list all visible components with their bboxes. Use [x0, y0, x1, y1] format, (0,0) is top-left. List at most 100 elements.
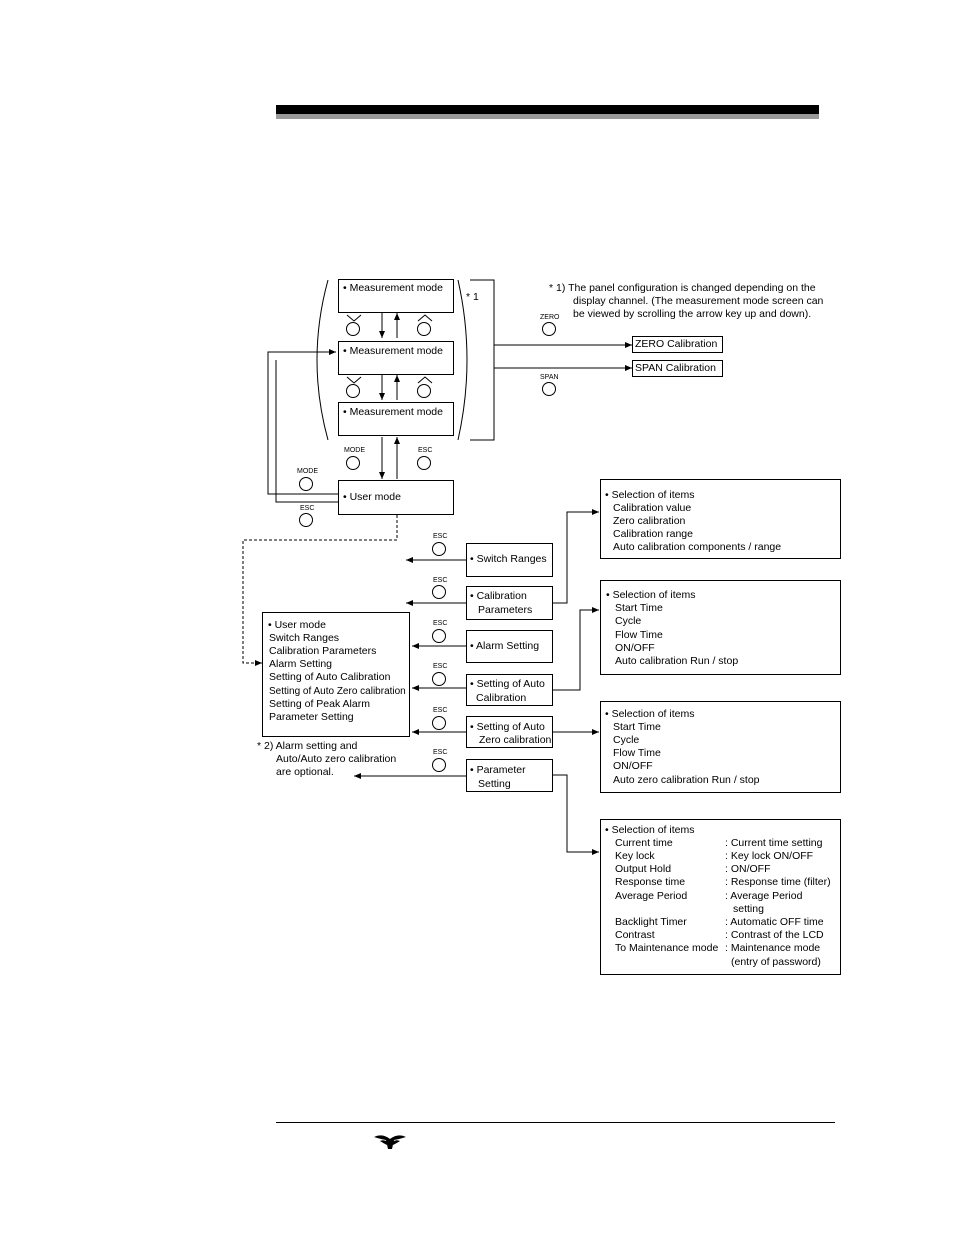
list-item: Auto calibration components / range [613, 541, 782, 553]
list-item: • User mode [268, 619, 326, 631]
list-item: Cycle [615, 615, 642, 627]
user-mode-box: • User mode [338, 480, 454, 515]
header-rule-black [276, 105, 819, 114]
calibration-parameters-box: • Calibration Parameters [466, 586, 553, 620]
setting-auto-calibration-label-2: Calibration [476, 692, 527, 704]
zero-calibration-label: ZERO Calibration [635, 338, 718, 350]
param-desc: : Maintenance mode [725, 942, 821, 954]
zero-key-label: ZERO [540, 314, 560, 321]
up-key-button[interactable] [417, 384, 431, 398]
chevron-down-icon [346, 376, 362, 384]
note1-line2: display channel. (The measurement mode s… [573, 295, 824, 307]
esc-key-button[interactable] [432, 542, 446, 556]
list-item: Start Time [615, 602, 663, 614]
esc-key-label: ESC [433, 620, 448, 627]
esc-key-label: ESC [418, 447, 433, 454]
param-desc: : ON/OFF [725, 863, 771, 875]
esc-key-button[interactable] [432, 716, 446, 730]
esc-key-button[interactable] [299, 513, 313, 527]
mode-key-button[interactable] [346, 456, 360, 470]
up-key-button[interactable] [417, 322, 431, 336]
calibration-parameters-label: • Calibration [470, 590, 527, 602]
esc-key-label: ESC [433, 533, 448, 540]
down-key-button[interactable] [346, 384, 360, 398]
measurement-mode-box-1: • Measurement mode [338, 279, 454, 313]
calibration-parameters-label-2: Parameters [478, 604, 533, 616]
chevron-down-icon [346, 314, 362, 322]
header-rule-gray [276, 114, 819, 119]
list-item: • Selection of items [605, 824, 695, 836]
setting-auto-zero-label-2: Zero calibration [479, 734, 552, 746]
note2-line2: Auto/Auto zero calibration [276, 753, 397, 765]
esc-key-button[interactable] [432, 629, 446, 643]
span-key-button[interactable] [542, 382, 556, 396]
param-name: Current time [615, 837, 673, 849]
list-item: • Selection of items [605, 708, 695, 720]
chevron-up-icon [417, 376, 433, 384]
company-logo-icon [374, 1135, 406, 1149]
list-item: Setting of Auto Zero calibration [269, 686, 406, 697]
list-item: Parameter Setting [269, 711, 354, 723]
setting-auto-zero-box: • Setting of Auto Zero calibration [466, 716, 553, 748]
measurement-mode-label: • Measurement mode [343, 406, 443, 418]
list-item: • Selection of items [606, 589, 696, 601]
mode-key-label: MODE [344, 447, 365, 454]
setting-auto-calibration-box: • Setting of Auto Calibration [466, 674, 553, 706]
footer-rule [276, 1122, 835, 1123]
switch-ranges-label: • Switch Ranges [470, 553, 547, 565]
note2-line3: are optional. [276, 766, 334, 778]
span-calibration-label: SPAN Calibration [635, 362, 716, 374]
param-desc: setting [733, 903, 764, 915]
note2-line1: * 2) Alarm setting and [257, 740, 358, 752]
param-desc: : Response time (filter) [725, 876, 831, 888]
param-desc: : Current time setting [725, 837, 823, 849]
esc-key-button[interactable] [417, 456, 431, 470]
esc-key-button[interactable] [432, 585, 446, 599]
list-item: Flow Time [615, 629, 663, 641]
span-key-label: SPAN [540, 374, 559, 381]
switch-ranges-box: • Switch Ranges [466, 543, 553, 577]
param-desc: : Average Period [725, 890, 803, 902]
alarm-setting-box: • Alarm Setting [466, 630, 553, 663]
zero-key-button[interactable] [542, 322, 556, 336]
list-item: Auto calibration Run / stop [615, 655, 739, 667]
list-item: Calibration Parameters [269, 645, 377, 657]
param-desc: : Automatic OFF time [725, 916, 824, 928]
esc-key-label: ESC [300, 505, 315, 512]
param-name: Average Period [615, 890, 688, 902]
param-desc: (entry of password) [731, 956, 821, 968]
star1-label: * 1 [466, 291, 479, 303]
esc-key-label: ESC [433, 577, 448, 584]
list-item: Flow Time [613, 747, 661, 759]
list-item: • Selection of items [605, 489, 695, 501]
parameter-selection-box: • Selection of items Current time : Curr… [600, 819, 841, 975]
list-item: Zero calibration [613, 515, 686, 527]
list-item: Setting of Peak Alarm [269, 698, 370, 710]
mode-key-label: MODE [297, 468, 318, 475]
measurement-mode-label: • Measurement mode [343, 282, 443, 294]
list-item: ON/OFF [613, 760, 653, 772]
auto-zero-selection-box: • Selection of items Start Time Cycle Fl… [600, 701, 841, 793]
param-name: To Maintenance mode [615, 942, 719, 954]
mode-key-button[interactable] [299, 477, 313, 491]
zero-calibration-box: ZERO Calibration [632, 336, 723, 353]
alarm-setting-label: • Alarm Setting [470, 640, 540, 652]
span-calibration-box: SPAN Calibration [632, 360, 723, 377]
calibration-parameters-selection-box: • Selection of items Calibration value Z… [600, 479, 841, 559]
parameter-setting-label: • Parameter [470, 764, 526, 776]
auto-calibration-selection-box: • Selection of items Start Time Cycle Fl… [600, 580, 841, 675]
esc-key-label: ESC [433, 663, 448, 670]
param-name: Contrast [615, 929, 655, 941]
param-name: Response time [615, 876, 686, 888]
setting-auto-calibration-label: • Setting of Auto [470, 678, 545, 690]
list-item: Start Time [613, 721, 661, 733]
list-item: Cycle [613, 734, 640, 746]
param-name: Output Hold [615, 863, 672, 875]
esc-key-button[interactable] [432, 672, 446, 686]
list-item: ON/OFF [615, 642, 655, 654]
parameter-setting-box: • Parameter Setting [466, 759, 553, 792]
param-name: Backlight Timer [615, 916, 687, 928]
down-key-button[interactable] [346, 322, 360, 336]
setting-auto-zero-label: • Setting of Auto [470, 721, 545, 733]
esc-key-button[interactable] [432, 758, 446, 772]
